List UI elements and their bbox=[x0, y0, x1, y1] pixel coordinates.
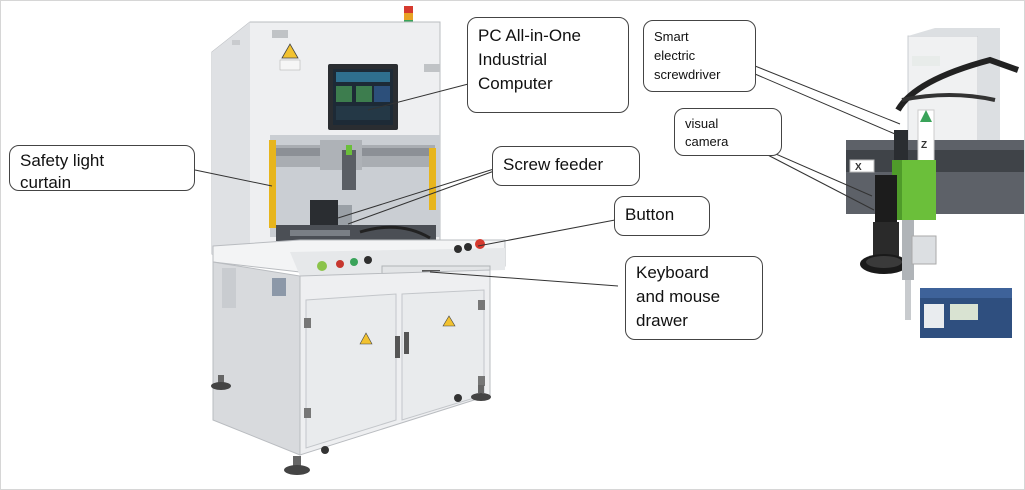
detail-closeup: X Z bbox=[846, 28, 1024, 338]
screw-machine bbox=[211, 6, 506, 475]
label-button: Button bbox=[625, 205, 675, 224]
callout-screw-feeder: Screw feeder bbox=[492, 146, 640, 186]
leader-lines bbox=[194, 65, 901, 287]
machine-feet bbox=[211, 375, 491, 475]
light-curtain-right bbox=[429, 148, 436, 210]
callout-visual-camera: visual camera bbox=[674, 108, 782, 156]
callout-screwdriver: Smart electric screwdriver bbox=[643, 20, 756, 92]
label-visual-camera: visual camera bbox=[685, 116, 729, 149]
visual-camera bbox=[860, 175, 908, 274]
axis-z-mark: Z bbox=[921, 140, 927, 151]
label-screwdriver: Smart electric screwdriver bbox=[654, 29, 721, 82]
monitor bbox=[328, 64, 398, 130]
callout-button: Button bbox=[614, 196, 710, 236]
callout-pc: PC All-in-One Industrial Computer bbox=[467, 17, 629, 113]
callout-safety-light-curtain: Safety light curtain bbox=[9, 145, 195, 192]
label-keyboard-drawer: Keyboard and mouse drawer bbox=[636, 263, 721, 330]
label-safety-light-curtain: Safety light curtain bbox=[20, 151, 105, 192]
label-pc: PC All-in-One Industrial Computer bbox=[478, 26, 581, 93]
label-screw-feeder: Screw feeder bbox=[503, 155, 604, 174]
panel-buttons bbox=[317, 239, 485, 271]
callout-keyboard-drawer: Keyboard and mouse drawer bbox=[625, 256, 763, 340]
axis-x-mark: X bbox=[855, 162, 862, 173]
light-curtain-left bbox=[269, 140, 276, 228]
